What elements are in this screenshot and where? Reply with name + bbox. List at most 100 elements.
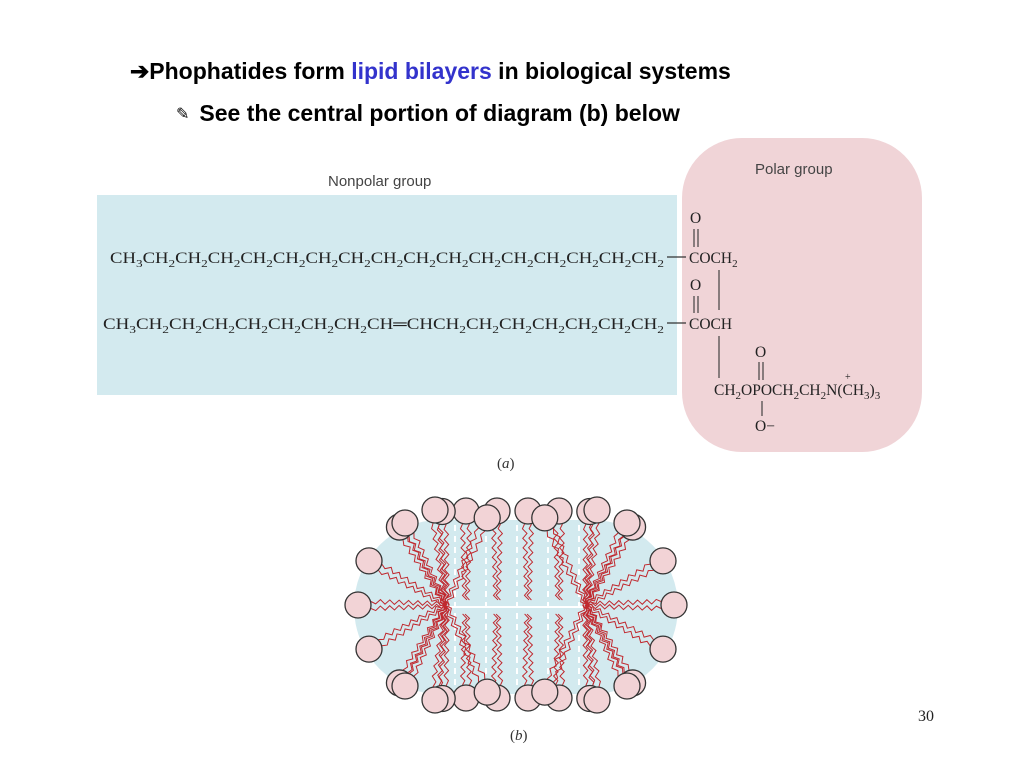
heading-suffix: in biological systems bbox=[491, 58, 731, 84]
ester-group-2: COCH bbox=[689, 316, 732, 333]
lipid-tail bbox=[557, 523, 566, 601]
lipid-tail bbox=[495, 613, 504, 686]
polar-head bbox=[421, 686, 449, 714]
polar-head bbox=[391, 509, 419, 537]
lipid-tail bbox=[521, 523, 530, 601]
carbonyl-oxygen-2: O bbox=[690, 277, 701, 294]
lipid-tail bbox=[584, 532, 619, 606]
lipid-tail bbox=[585, 598, 662, 607]
lipid-tail bbox=[526, 523, 535, 601]
polar-region bbox=[682, 138, 922, 452]
lipid-tail bbox=[413, 604, 448, 677]
lipid-tail bbox=[587, 569, 654, 609]
polar-head bbox=[531, 504, 559, 532]
lipid-tail bbox=[582, 604, 595, 688]
lipid-tail bbox=[584, 536, 624, 606]
lipid-tail bbox=[584, 606, 651, 646]
lipid-tail bbox=[582, 606, 619, 676]
lipid-tail bbox=[413, 533, 450, 604]
polar-group-label: Polar group bbox=[755, 161, 833, 178]
polar-head bbox=[613, 509, 641, 537]
ester-group-1: COCH2 bbox=[689, 250, 738, 270]
polar-head bbox=[583, 686, 611, 714]
lipid-tail bbox=[553, 604, 588, 683]
polar-head bbox=[344, 591, 372, 619]
polar-head bbox=[355, 547, 383, 575]
lipid-tail bbox=[584, 605, 625, 673]
lipid-tail bbox=[582, 606, 624, 674]
lipid-tail bbox=[443, 604, 451, 686]
lipid-tail bbox=[431, 604, 447, 687]
polar-head bbox=[355, 635, 383, 663]
polar-head bbox=[649, 635, 677, 663]
nonpolar-region bbox=[97, 195, 677, 395]
lipid-tail bbox=[495, 523, 504, 601]
phosphate-oxygen: O bbox=[755, 344, 766, 361]
arrow-icon: ➔ bbox=[130, 58, 150, 84]
lipid-tail bbox=[546, 531, 588, 605]
lipid-tail bbox=[581, 524, 589, 606]
lipid-tail bbox=[381, 604, 446, 647]
page-number: 30 bbox=[918, 708, 934, 725]
ammonium-charge: + bbox=[845, 372, 851, 383]
lipid-tail bbox=[586, 563, 651, 606]
lipid-tail bbox=[407, 603, 446, 674]
lipid-tail bbox=[437, 604, 448, 686]
lipid-tail bbox=[370, 598, 447, 607]
lipid-tail bbox=[378, 570, 447, 607]
caption-a: (a) bbox=[497, 456, 515, 472]
lipid-tail bbox=[490, 613, 499, 686]
lipid-tail bbox=[444, 605, 486, 679]
carbonyl-oxygen-1: O bbox=[690, 210, 701, 227]
lipid-tail bbox=[585, 603, 662, 612]
lipid-tail bbox=[431, 523, 448, 606]
subheading-text: See the central portion of diagram (b) b… bbox=[199, 100, 680, 126]
lipid-tail bbox=[585, 523, 601, 606]
phosphocholine-group: CH2OPOCH2CH2N(CH3)3 bbox=[714, 382, 881, 402]
lipid-tail bbox=[552, 523, 561, 601]
lipid-tail bbox=[438, 604, 450, 688]
lipid-tail bbox=[402, 603, 445, 671]
lipid-tail bbox=[407, 536, 448, 605]
lipid-tail bbox=[408, 604, 448, 674]
lipid-bilayer-diagram bbox=[344, 496, 688, 714]
lipid-tail bbox=[464, 523, 473, 601]
lipid-tail bbox=[526, 613, 535, 686]
lipid-tail bbox=[444, 527, 479, 606]
lipid-tail bbox=[446, 530, 486, 607]
phosphate-oxygen-minus: O− bbox=[755, 418, 775, 435]
polar-head bbox=[583, 496, 611, 524]
lipid-tail bbox=[402, 539, 447, 605]
lipid-tail bbox=[582, 522, 594, 606]
lipid-tail bbox=[408, 536, 450, 604]
lipid-tail bbox=[490, 523, 499, 601]
lipid-tail bbox=[521, 613, 530, 686]
polar-head bbox=[421, 496, 449, 524]
lipid-tail bbox=[378, 601, 445, 641]
lipid-tail bbox=[585, 603, 654, 640]
heading-prefix: Phophatides form bbox=[149, 58, 352, 84]
lipid-tail bbox=[370, 603, 447, 612]
lipid-tail bbox=[459, 523, 468, 601]
polar-head bbox=[531, 678, 559, 706]
heading-line: ➔Phophatides form lipid bilayers in biol… bbox=[130, 58, 731, 85]
lipid-tail bbox=[546, 603, 586, 680]
lipid-tail bbox=[553, 528, 590, 605]
polar-head bbox=[473, 678, 501, 706]
subheading-line: ✎See the central portion of diagram (b) … bbox=[176, 100, 680, 127]
lipid-tail bbox=[464, 613, 473, 686]
lipid-tail bbox=[587, 539, 630, 607]
lipid-tail bbox=[584, 604, 601, 687]
heading-highlight: lipid bilayers bbox=[351, 58, 492, 84]
lipid-tail bbox=[585, 605, 630, 671]
lipid-tail bbox=[586, 535, 625, 607]
lipid-tail bbox=[442, 605, 479, 682]
polar-head bbox=[473, 504, 501, 532]
lipid-tail bbox=[584, 524, 595, 606]
polar-head bbox=[391, 672, 419, 700]
lipid-tail bbox=[459, 613, 468, 686]
lipid-tail bbox=[381, 564, 448, 604]
